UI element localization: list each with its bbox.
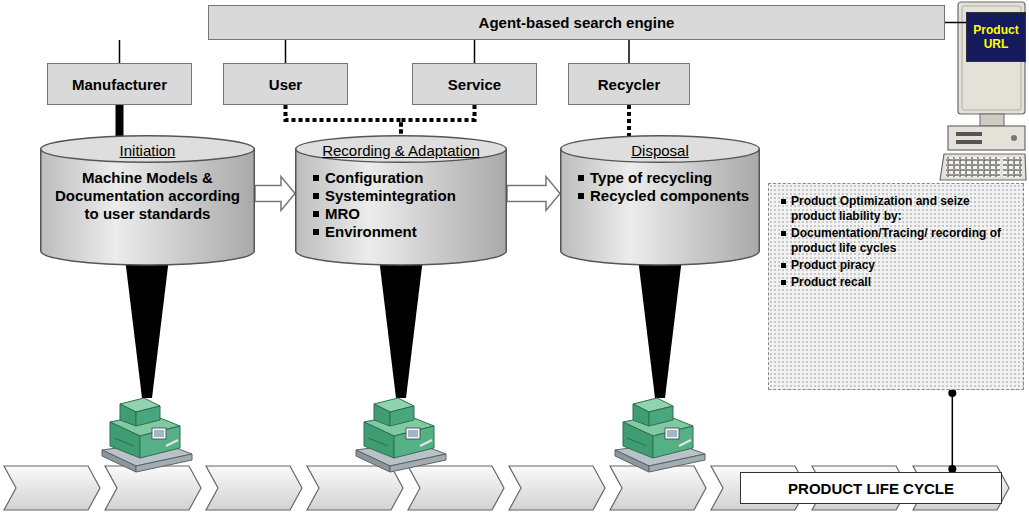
bullet-text: Environment — [325, 223, 417, 241]
bullet-mark — [313, 175, 319, 181]
bullet-item: Documentation/Tracing/ recording of prod… — [781, 226, 1015, 256]
actor-box: Service — [412, 63, 537, 105]
life-cycle-label: PRODUCT LIFE CYCLE — [740, 472, 1002, 504]
bullet-text: Type of recycling — [590, 169, 712, 187]
bullet-item: Systemintegration — [313, 187, 497, 205]
bullet-mark — [313, 211, 319, 217]
bullet-mark — [578, 193, 584, 199]
chevron — [408, 466, 504, 510]
bullet-item: Product piracy — [781, 258, 1015, 273]
bullet-item: Recycled components — [578, 187, 750, 205]
connector-line — [401, 105, 475, 136]
bullet-item: Configuration — [313, 169, 497, 187]
database-cylinder: InitiationMachine Models & Documentation… — [40, 135, 255, 265]
node-label: Manufacturer — [72, 76, 167, 93]
node-label: Recycler — [598, 76, 661, 93]
block-arrow — [255, 177, 295, 211]
computer-icon — [940, 2, 1026, 180]
bullet-mark — [781, 231, 786, 236]
bullet-text: Recycled components — [590, 187, 749, 205]
connector-line — [474, 40, 476, 63]
connector-line — [116, 105, 124, 136]
funnel — [378, 250, 424, 398]
node-label: Service — [448, 76, 501, 93]
chevron — [206, 466, 302, 510]
machine-picture — [356, 398, 446, 472]
bullet-mark — [781, 199, 786, 204]
chevron — [105, 466, 201, 510]
bullet-item: Type of recycling — [578, 169, 750, 187]
funnel — [124, 250, 170, 398]
callout-box: Product Optimization and seize product l… — [768, 183, 1024, 390]
life-cycle-chevrons — [4, 466, 1009, 510]
screen-label: Product URL — [966, 12, 1026, 62]
funnel — [637, 250, 683, 398]
cylinder-body: Machine Models & Documentation according… — [50, 169, 245, 223]
cylinder-heading: Disposal — [570, 142, 750, 159]
connector-line — [945, 22, 966, 24]
connector-line — [628, 40, 630, 63]
actor-box: Recycler — [568, 63, 690, 105]
bullet-mark — [781, 280, 786, 285]
bullet-text: MRO — [325, 205, 360, 223]
leader-line — [952, 390, 954, 472]
bullet-mark — [313, 193, 319, 199]
bullet-item: Product Optimization and seize product l… — [781, 194, 1015, 224]
leader-dot — [948, 389, 956, 397]
machine-picture — [615, 398, 705, 472]
database-cylinder: DisposalType of recyclingRecycled compon… — [560, 135, 760, 265]
node-label: PRODUCT LIFE CYCLE — [788, 480, 954, 497]
cylinder-heading: Initiation — [50, 142, 245, 159]
machine-picture — [102, 398, 192, 472]
chevron — [307, 466, 403, 510]
actor-box: User — [223, 63, 348, 105]
bullet-mark — [781, 263, 786, 268]
connector-line — [285, 40, 287, 63]
node-label: Product URL — [969, 23, 1023, 51]
callout-text: Product Optimization and seize product l… — [791, 194, 1015, 224]
database-cylinder: Recording & AdaptationConfigurationSyste… — [295, 135, 507, 265]
bullet-text: Configuration — [325, 169, 423, 187]
block-arrow — [507, 177, 560, 211]
connector-line — [119, 40, 121, 63]
callout-text: Product piracy — [791, 258, 875, 273]
bullet-text: Systemintegration — [325, 187, 456, 205]
search-engine-bar: Agent-based search engine — [208, 5, 945, 40]
bullet-item: Environment — [313, 223, 497, 241]
bullet-item: MRO — [313, 205, 497, 223]
bullet-item: Product recall — [781, 275, 1015, 290]
connector-line — [627, 105, 631, 137]
bullet-mark — [578, 175, 584, 181]
callout-text: Documentation/Tracing/ recording of prod… — [791, 226, 1015, 256]
callout-text: Product recall — [791, 275, 871, 290]
chevron — [610, 466, 706, 510]
bullet-mark — [313, 229, 319, 235]
node-label: Agent-based search engine — [479, 14, 675, 31]
chevron — [509, 466, 605, 510]
actor-box: Manufacturer — [47, 63, 192, 105]
cylinder-heading: Recording & Adaptation — [305, 142, 497, 159]
chevron — [4, 466, 100, 510]
connector-line — [286, 105, 402, 136]
node-label: User — [269, 76, 302, 93]
